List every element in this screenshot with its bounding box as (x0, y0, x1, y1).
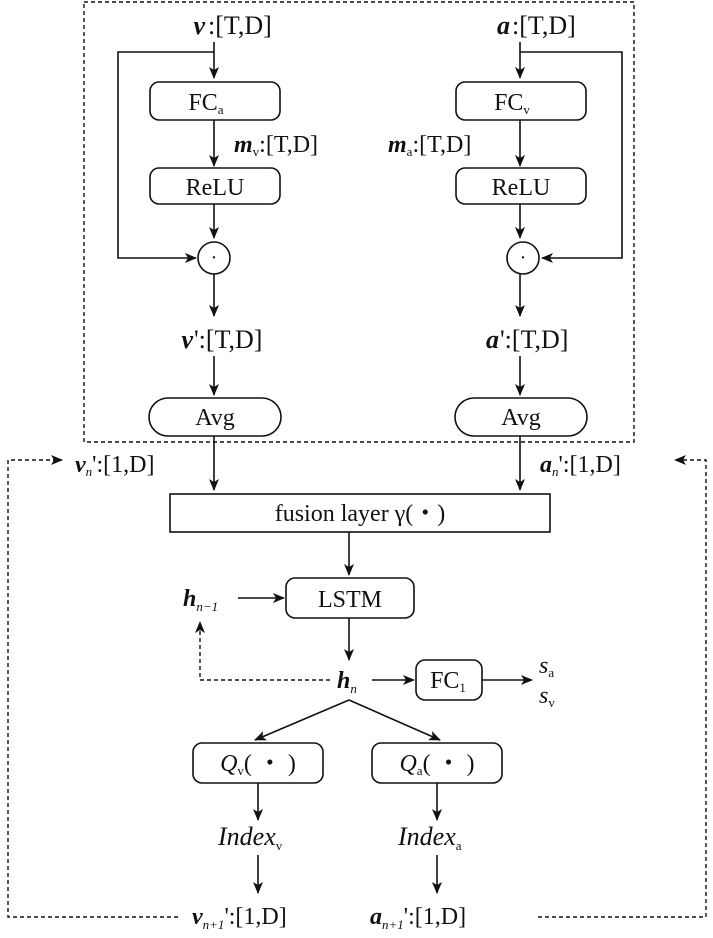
lstm-label: LSTM (318, 587, 382, 613)
relu-left-label: ReLU (186, 175, 245, 201)
arrow-hn-to-qv (254, 699, 350, 741)
index-a-label: Indexa (397, 822, 462, 853)
arrow-hn-to-qa (348, 699, 441, 741)
h-cur-label: hn (337, 668, 357, 696)
a-input-symbol: a (497, 11, 510, 40)
avg-left-box (148, 397, 282, 437)
attention-module-boundary (83, 1, 635, 443)
v-input-shape: :[T,D] (208, 11, 272, 40)
feedback-arrow-vn1-to-vn (7, 455, 178, 918)
fusion-layer-label: fusion layer γ(・) (275, 501, 446, 527)
fc-v-box (455, 81, 587, 121)
fc-v-label: FCv (494, 90, 530, 117)
score-v-label: sv (539, 683, 555, 710)
fc1-label: FC1 (430, 668, 466, 695)
vprime-symbol: v (181, 325, 193, 354)
v-input-symbol: v (193, 11, 205, 40)
lstm-box (285, 577, 415, 619)
avg-right-label: Avg (501, 405, 541, 431)
vn-label: vn':[1,D] (75, 452, 154, 479)
vn1-label: vn+1':[1,D] (192, 904, 287, 932)
feedback-arrow-hn-to-hprev (195, 621, 330, 681)
relu-right-box (455, 167, 587, 205)
skip-arrow-v (117, 51, 214, 263)
avg-right-box (454, 397, 588, 437)
mv-label: mv:[T,D] (234, 132, 318, 159)
a-input-shape: :[T,D] (512, 11, 576, 40)
aprime-symbol: a (486, 325, 499, 354)
qv-label: Qv( ・ ) (220, 751, 296, 778)
fc-a-label: FCa (188, 90, 223, 117)
index-v-label: Indexv (217, 822, 283, 853)
multiply-left-dot: · (211, 247, 218, 269)
avg-left-label: Avg (195, 405, 235, 431)
an1-label: an+1':[1,D] (370, 904, 466, 932)
feedback-arrow-an1-to-an (538, 455, 707, 918)
multiply-right-dot: · (520, 247, 527, 269)
multiply-right-circle (506, 241, 540, 275)
h-prev-label: hn−1 (183, 586, 218, 614)
ma-label: ma:[T,D] (388, 132, 471, 159)
score-a-label: sa (539, 653, 554, 680)
an-label: an':[1,D] (540, 452, 621, 479)
skip-arrow-a (520, 51, 623, 263)
qa-label: Qa( ・ ) (399, 751, 474, 778)
vprime-shape: ':[T,D] (194, 325, 262, 354)
relu-right-label: ReLU (492, 175, 551, 201)
relu-left-box (149, 167, 281, 205)
aprime-shape: ':[T,D] (500, 325, 568, 354)
fusion-layer-box (169, 493, 551, 533)
fc-a-box (149, 81, 281, 121)
